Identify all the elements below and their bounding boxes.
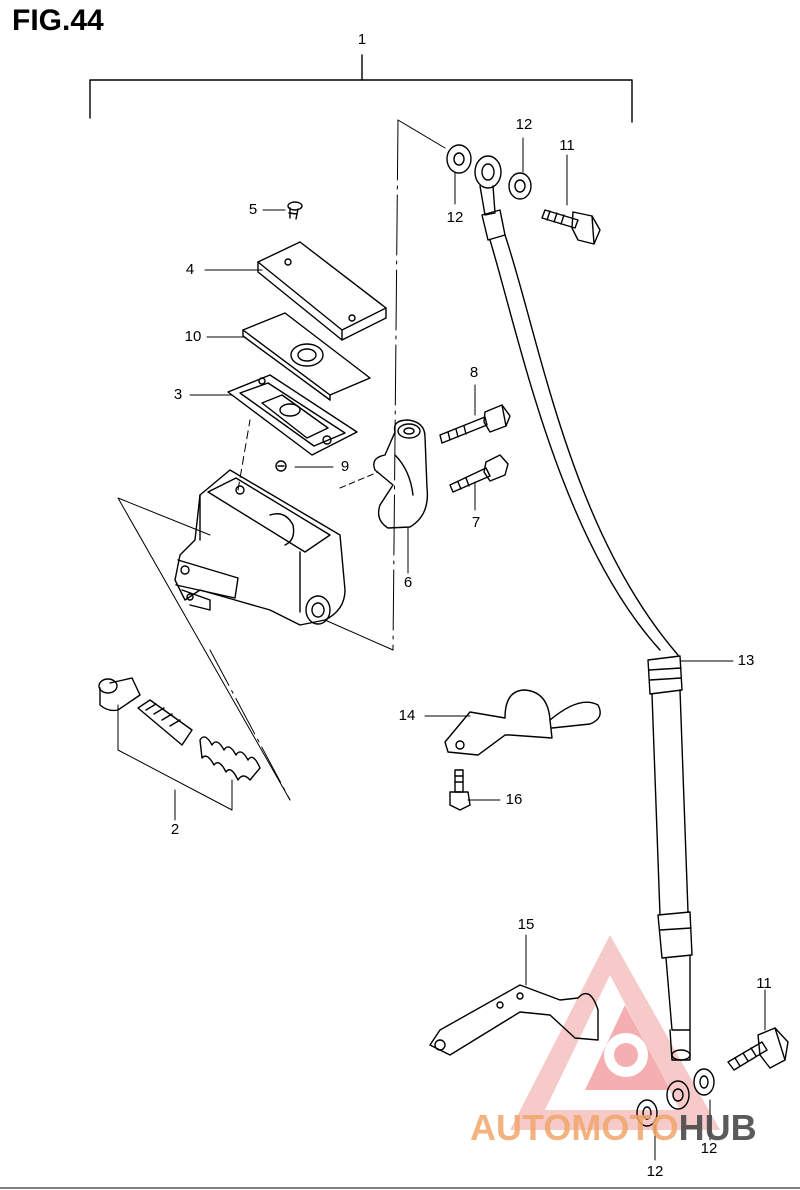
callout-12-top-left: 12 bbox=[446, 209, 464, 226]
callout-15: 15 bbox=[517, 916, 535, 933]
callout-3: 3 bbox=[173, 386, 183, 403]
diaphragm-plate-10 bbox=[242, 312, 371, 401]
callout-5: 5 bbox=[248, 201, 258, 218]
banjo-bolt-11-top bbox=[541, 209, 601, 245]
screw-5 bbox=[287, 201, 303, 220]
watermark-text: AUTOMOTOHUB bbox=[470, 1107, 757, 1149]
reservoir-cap-4 bbox=[257, 241, 387, 341]
callout-12-bottom-left: 12 bbox=[646, 1163, 664, 1180]
clamp-6 bbox=[373, 419, 429, 529]
brake-hose-13 bbox=[474, 155, 693, 1110]
watermark-logo bbox=[510, 935, 720, 1130]
callout-11-top: 11 bbox=[559, 137, 575, 154]
washer-12-a bbox=[446, 144, 472, 174]
figure-title: FIG.44 bbox=[12, 4, 104, 37]
callout-9: 9 bbox=[340, 458, 350, 475]
callout-2: 2 bbox=[170, 821, 180, 838]
callout-16: 16 bbox=[505, 791, 523, 808]
callout-8: 8 bbox=[469, 364, 479, 381]
callout-12-bottom-right: 12 bbox=[700, 1140, 718, 1157]
callout-12-top-right: 12 bbox=[515, 116, 533, 133]
bolt-8 bbox=[439, 404, 511, 444]
screw-9 bbox=[275, 460, 287, 472]
washer-12-c bbox=[693, 1068, 715, 1096]
bolt-16 bbox=[449, 769, 471, 811]
callout-11-bottom: 11 bbox=[756, 975, 772, 992]
callout-10: 10 bbox=[184, 328, 202, 345]
piston-set-2 bbox=[98, 677, 261, 781]
assembly-bracket bbox=[89, 54, 633, 123]
callout-4: 4 bbox=[185, 261, 195, 278]
master-cylinder-body bbox=[174, 469, 346, 626]
washer-12-b bbox=[508, 172, 532, 200]
leader-lines bbox=[117, 137, 766, 1161]
diaphragm-3 bbox=[227, 374, 358, 456]
phantom-lines bbox=[117, 119, 446, 801]
watermark-text-a: AUTOMOTO bbox=[470, 1107, 679, 1148]
callout-1: 1 bbox=[357, 31, 367, 48]
callout-6: 6 bbox=[403, 574, 413, 591]
callout-13: 13 bbox=[737, 652, 755, 669]
callout-7: 7 bbox=[471, 514, 481, 531]
callout-14: 14 bbox=[398, 707, 416, 724]
hose-clamp-14 bbox=[444, 689, 601, 756]
bolt-7 bbox=[449, 454, 509, 493]
washer-12-d bbox=[636, 1099, 658, 1127]
banjo-bolt-11-bottom bbox=[727, 1027, 789, 1071]
watermark-text-b: HUB bbox=[678, 1107, 757, 1148]
bracket-15 bbox=[429, 984, 599, 1056]
